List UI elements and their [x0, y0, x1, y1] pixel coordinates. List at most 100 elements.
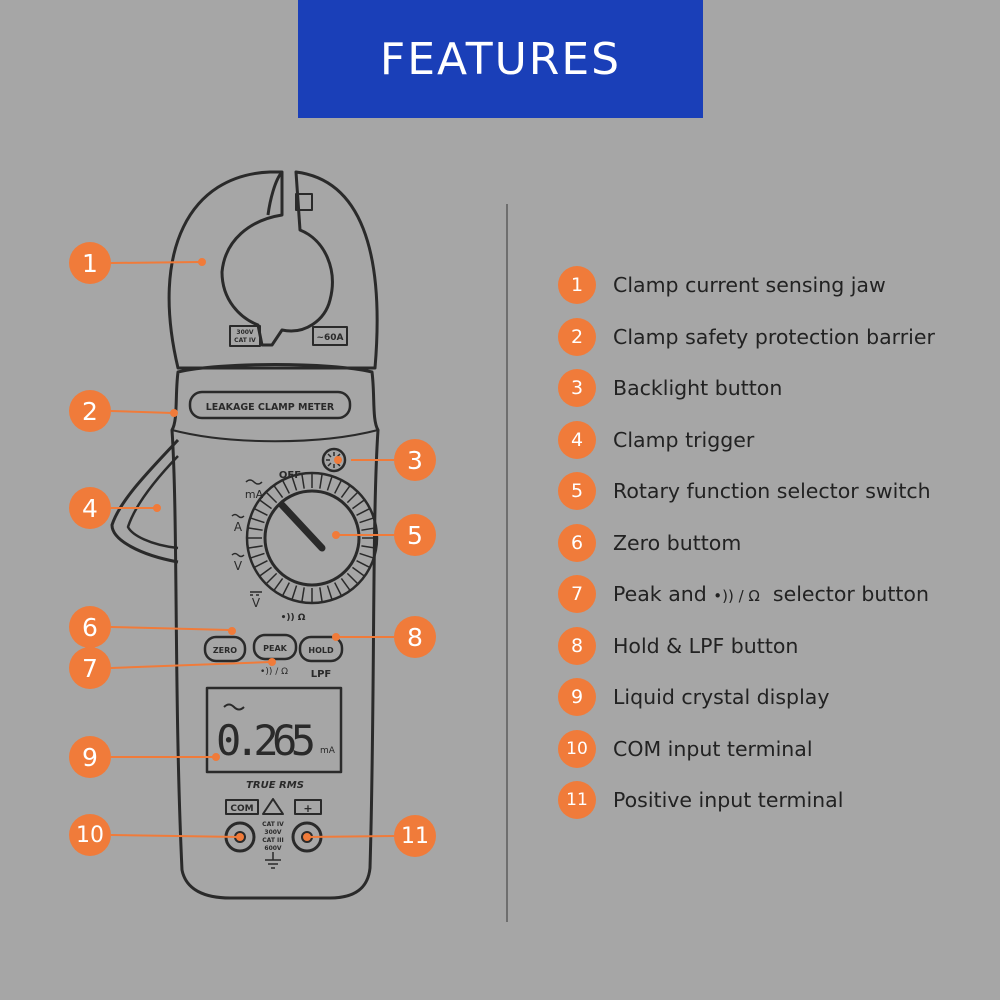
- terminal-rating-4: 600V: [264, 845, 282, 852]
- callout-7: 7: [69, 647, 111, 689]
- dial-ridge: [340, 578, 351, 591]
- dial-ridge: [259, 499, 272, 510]
- legend-number: 8: [558, 626, 596, 665]
- legend-item: 4 Clamp trigger: [558, 420, 998, 473]
- dial-ridge: [250, 517, 265, 524]
- legend-number: 10: [558, 729, 596, 768]
- callout-4: 4: [69, 487, 111, 529]
- peak-sub-label: •)) / Ω: [260, 667, 288, 677]
- dial-off-label: OFF: [279, 470, 301, 481]
- dial-ridge: [319, 474, 323, 489]
- dial-ridge: [250, 552, 265, 559]
- callout-5: 5: [394, 514, 436, 556]
- legend-number: 1: [558, 266, 596, 304]
- legend-item: 2 Clamp safety protection barrier: [558, 317, 998, 370]
- dial-ridge: [356, 560, 370, 568]
- legend-label: Clamp trigger: [613, 427, 755, 452]
- legend-number: 3: [558, 369, 596, 407]
- dial-ridge: [326, 476, 333, 491]
- dial-ridge: [334, 582, 342, 596]
- legend-label: Zero buttom: [613, 530, 742, 555]
- dial-ridge: [248, 545, 263, 549]
- dial-ridge: [301, 474, 305, 489]
- dial-ridge: [291, 476, 298, 491]
- legend-item: 10 COM input terminal: [558, 729, 998, 782]
- divider-line: [506, 204, 508, 922]
- cat-box: [229, 325, 261, 347]
- cat-label-1: 300V: [236, 329, 254, 336]
- callout-leaders: [110, 258, 395, 841]
- callout-9: 9: [69, 736, 111, 778]
- beeper-ohm-icon: •)) / Ω: [713, 587, 760, 605]
- plus-label: +: [303, 802, 312, 815]
- model-label: LEAKAGE CLAMP METER: [206, 402, 335, 413]
- jaw-square-mark: [295, 193, 313, 211]
- dial-ridge: [273, 578, 284, 591]
- dial-ridge: [359, 517, 374, 524]
- callout-6: 6: [69, 606, 111, 648]
- dial-vdc-label: V: [252, 596, 261, 610]
- legend-number: 9: [558, 678, 596, 716]
- dial-ridge: [254, 560, 268, 568]
- com-label: COM: [230, 804, 253, 814]
- dial-ridge: [346, 492, 358, 504]
- dial-ridge: [326, 585, 333, 600]
- terminal-rating-2: 300V: [264, 829, 282, 836]
- legend-number: 2: [558, 317, 596, 356]
- page-title: FEATURES: [379, 33, 622, 85]
- range-box: [312, 326, 348, 346]
- warning-icon: [262, 798, 284, 815]
- peak-label: PEAK: [263, 644, 288, 653]
- dial-ridge: [352, 566, 365, 577]
- callout-3: 3: [394, 439, 436, 481]
- true-rms-label: TRUE RMS: [246, 780, 304, 791]
- dial-ridge: [361, 545, 376, 549]
- legend-label: Clamp current sensing jaw: [613, 273, 886, 297]
- clamp-trigger: [110, 438, 180, 564]
- legend-number: 4: [558, 420, 596, 459]
- feature-legend: 1 Clamp current sensing jaw 2 Clamp safety…: [558, 266, 998, 833]
- legend-label: Peak and •)) / Ω selector button: [613, 582, 929, 606]
- zero-button: [203, 635, 247, 663]
- legend-label: Clamp safety protection barrier: [613, 324, 935, 349]
- plus-label-box: [294, 799, 322, 815]
- callout-10: 10: [69, 814, 111, 856]
- terminal-rating-3: CAT III: [262, 837, 283, 844]
- legend-label: Liquid crystal display: [613, 685, 830, 709]
- zero-label: ZERO: [213, 646, 237, 655]
- legend-number: 6: [558, 523, 596, 562]
- dial-ridge: [266, 492, 278, 504]
- dial-a-label: A: [234, 520, 243, 534]
- display-unit: mA: [320, 746, 336, 756]
- dial-ridge: [248, 527, 263, 531]
- legend-number: 11: [558, 781, 596, 819]
- legend-item: 1 Clamp current sensing jaw: [558, 266, 998, 318]
- dial-ma-label: mA: [245, 488, 264, 501]
- legend-number: 5: [558, 472, 596, 510]
- legend-label: COM input terminal: [613, 736, 813, 761]
- features-banner: FEATURES: [298, 0, 703, 118]
- dial-pointer: [278, 501, 326, 552]
- range-label: ~60A: [316, 333, 343, 343]
- legend-item: 6 Zero buttom: [558, 523, 998, 576]
- dial-ohm-label: •)) Ω: [281, 613, 306, 623]
- hold-label: HOLD: [308, 646, 334, 655]
- dial-ridges: [248, 474, 376, 602]
- dial-outer-ring: [245, 471, 379, 605]
- clamp-jaw: [167, 170, 379, 370]
- legend-label: Positive input terminal: [613, 788, 844, 812]
- dial-ridge: [291, 585, 298, 600]
- lpf-label: LPF: [311, 669, 332, 680]
- cat-label-2: CAT IV: [234, 337, 256, 344]
- lcd-display: [205, 686, 343, 774]
- rotary-dial: [263, 489, 361, 587]
- dial-ridge: [359, 552, 374, 559]
- dial-ridge: [273, 485, 284, 498]
- legend-label-pre: Peak and: [613, 582, 714, 606]
- legend-item: 11 Positive input terminal: [558, 781, 998, 833]
- legend-label: Rotary function selector switch: [613, 479, 931, 503]
